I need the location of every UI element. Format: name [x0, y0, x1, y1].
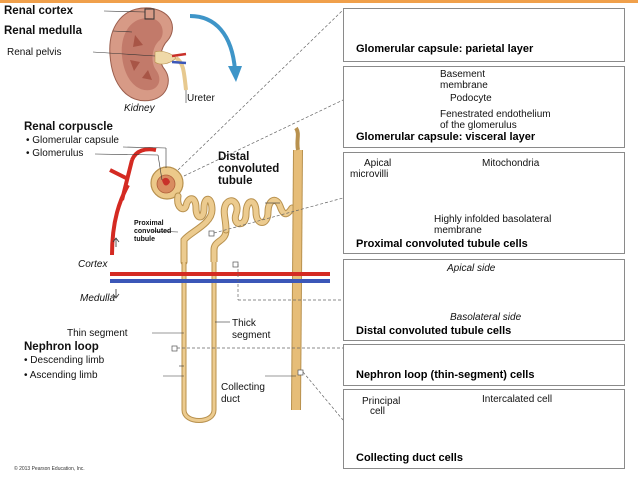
panel-title-distal: Distal convoluted tubule cells [356, 325, 512, 337]
label-proximal-tubule-2: convoluted [134, 228, 172, 235]
label-basolateral-side: Basolateral side [450, 312, 522, 323]
label-renal-corpuscle: Renal corpuscle [24, 121, 113, 133]
label-basement-1: Basement [440, 69, 486, 80]
panel-loop-cells: Nephron loop (thin-segment) cells [343, 344, 625, 386]
label-basolateral-1: Highly infolded basolateral [434, 214, 552, 225]
panel-title-loop: Nephron loop (thin-segment) cells [356, 369, 535, 381]
label-fenestrated-1: Fenestrated endothelium [440, 109, 551, 120]
label-mitochondria: Mitochondria [482, 158, 540, 169]
panel-connectors [177, 9, 344, 421]
label-apical-1: Apical [364, 158, 392, 169]
label-collecting-duct-1: Collecting [221, 382, 265, 393]
label-thick-segment-2: segment [232, 330, 271, 341]
panel-title-visceral: Glomerular capsule: visceral layer [356, 131, 536, 143]
panel-visceral-layer: Glomerular capsule: visceral layer [343, 66, 625, 148]
panel-title-parietal: Glomerular capsule: parietal layer [356, 43, 534, 55]
label-descending-limb: • Descending limb [24, 355, 105, 366]
label-basolateral-2: membrane [434, 225, 482, 236]
label-fenestrated-2: of the glomerulus [440, 120, 517, 131]
label-apical-side: Apical side [447, 263, 496, 274]
panel-title-proximal: Proximal convoluted tubule cells [356, 238, 528, 250]
label-ureter: Ureter [187, 93, 215, 104]
label-nephron-loop: Nephron loop [24, 341, 99, 353]
top-accent-bar [0, 0, 638, 3]
panel-distal-cells: Distal convoluted tubule cells [343, 259, 625, 341]
label-proximal-tubule-3: tubule [134, 236, 155, 243]
label-renal-medulla: Renal medulla [4, 25, 82, 37]
panel-collecting-cells: Collecting duct cells [343, 389, 625, 469]
label-glomerulus: • Glomerulus [26, 148, 84, 159]
label-glomerular-capsule: • Glomerular capsule [26, 135, 119, 146]
label-collecting-duct-2: duct [221, 394, 240, 405]
copyright-text: © 2013 Pearson Education, Inc. [14, 466, 85, 472]
label-thin-segment: Thin segment [67, 328, 128, 339]
label-distal-tubule-1: Distal [218, 151, 250, 163]
kidney-illustration [109, 7, 242, 102]
label-distal-tubule-2: convoluted [218, 163, 280, 175]
label-proximal-tubule-1: Proximal [134, 220, 164, 227]
label-podocyte: Podocyte [450, 93, 492, 104]
label-ascending-limb: • Ascending limb [24, 370, 98, 381]
label-thick-segment-1: Thick [232, 318, 256, 329]
label-renal-pelvis: Renal pelvis [7, 47, 62, 58]
label-cortex: Cortex [78, 259, 108, 270]
nephron-illustration [109, 126, 330, 423]
label-medulla: Medulla [80, 293, 116, 304]
label-renal-cortex: Renal cortex [4, 5, 74, 17]
label-kidney: Kidney [124, 103, 155, 114]
label-basement-2: membrane [440, 80, 488, 91]
panel-proximal-cells: Proximal convoluted tubule cells [343, 152, 625, 254]
label-intercalated: Intercalated cell [482, 394, 553, 405]
label-distal-tubule-3: tubule [218, 175, 253, 187]
label-apical-2: microvilli [350, 169, 389, 180]
panel-parietal-layer: Glomerular capsule: parietal layer [343, 8, 625, 62]
leader-lines [92, 10, 296, 377]
label-principal-1: Principal [362, 396, 401, 407]
panel-title-collecting: Collecting duct cells [356, 452, 463, 464]
label-principal-2: cell [370, 406, 386, 417]
